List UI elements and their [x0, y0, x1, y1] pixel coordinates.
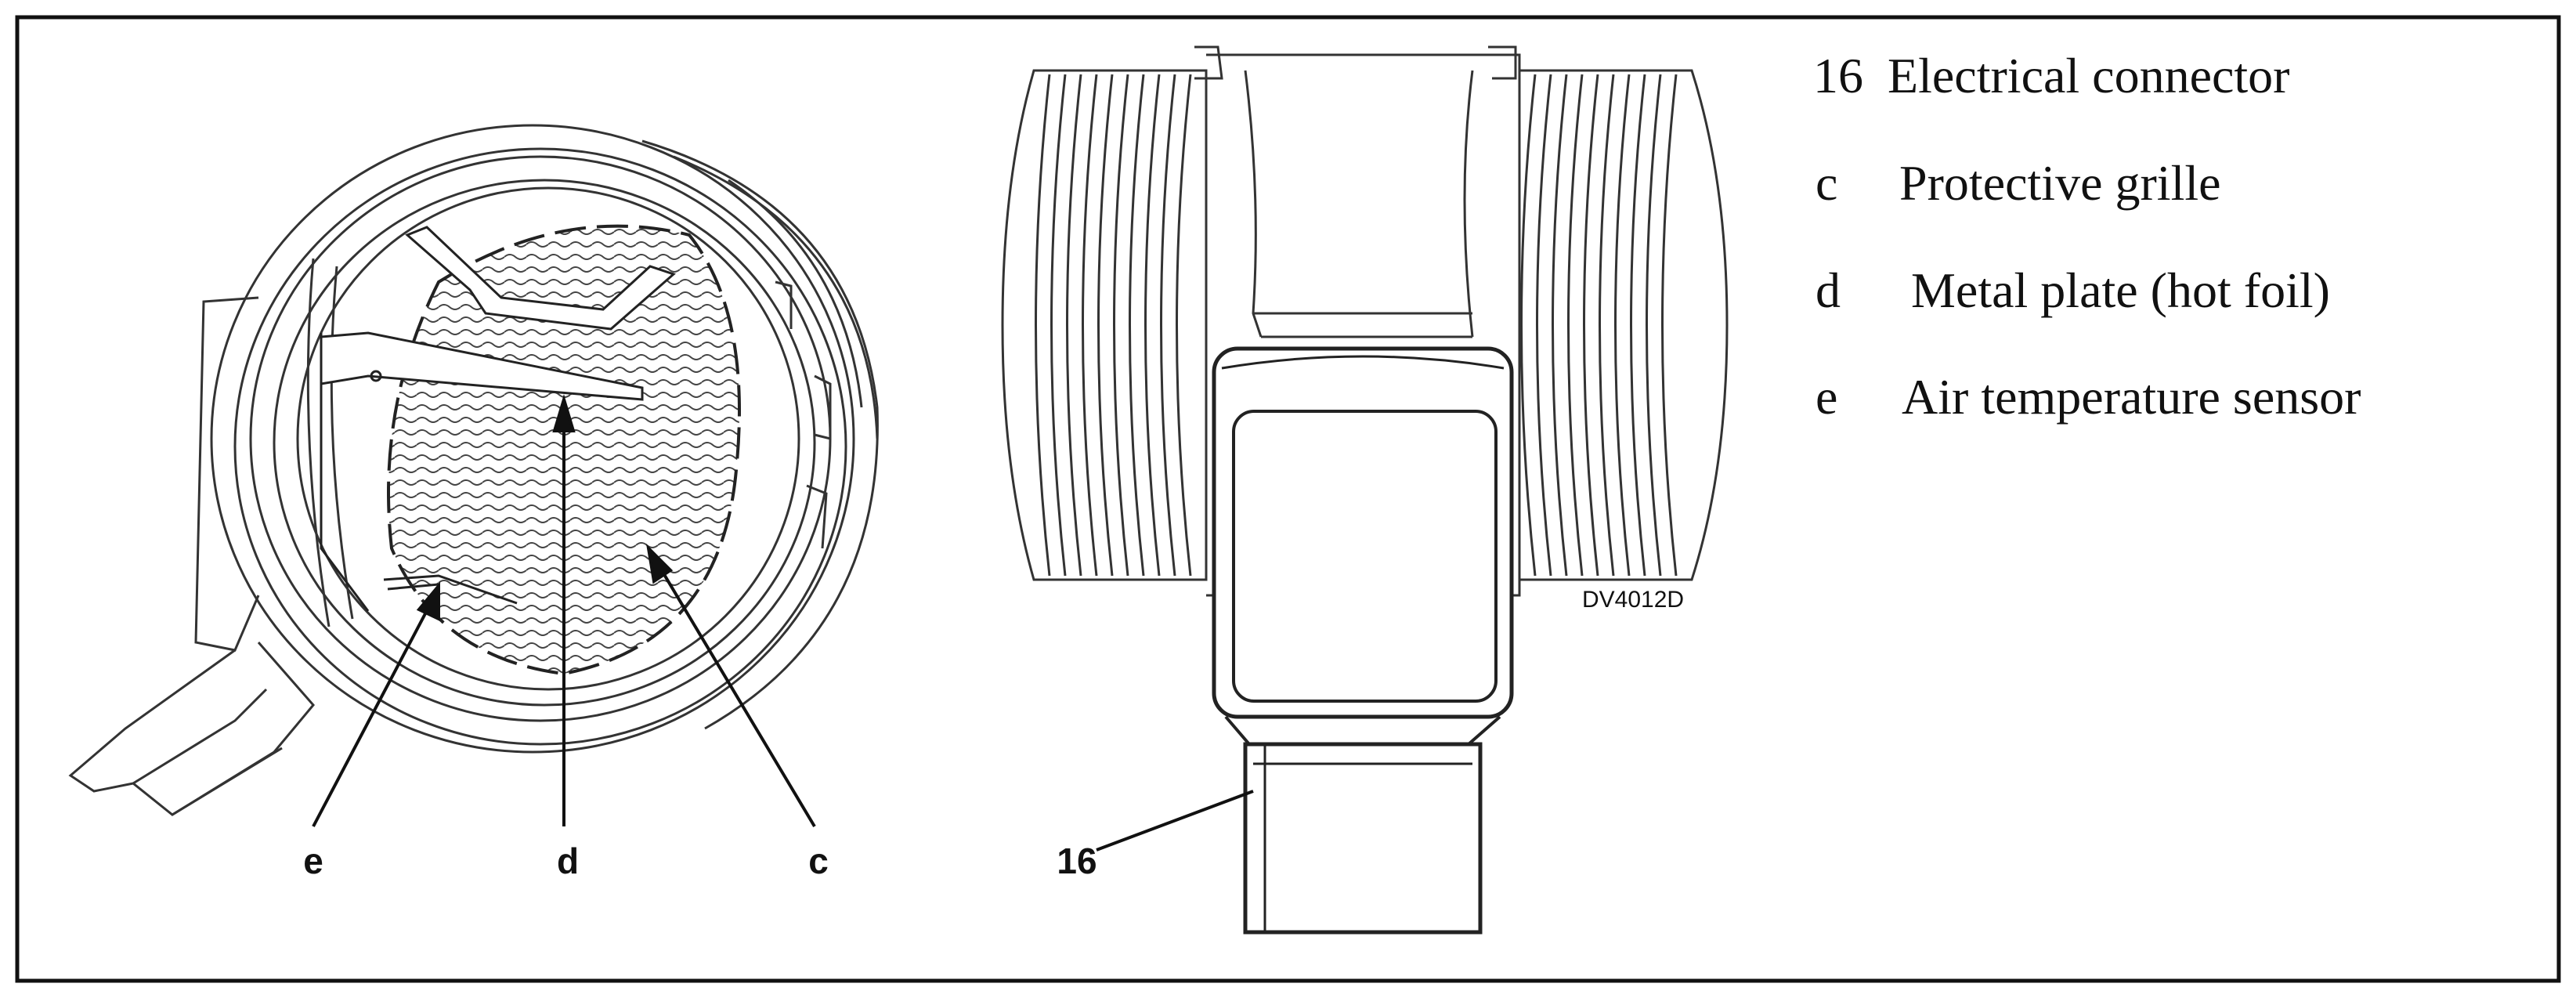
air-temperature-sensor [383, 574, 518, 605]
legend-key-c: c [1815, 155, 1837, 211]
legend-text-16: Electrical connector [1888, 48, 2289, 103]
legend: 16 Electrical connector c Protective gri… [1813, 48, 2361, 425]
legend-key-e: e [1815, 369, 1837, 425]
legend-key-d: d [1815, 262, 1841, 318]
sensor-inlet-view [68, 124, 879, 816]
callout-c: c [808, 841, 829, 881]
legend-text-c: Protective grille [1899, 155, 2221, 211]
legend-text-d: Metal plate (hot foil) [1911, 262, 2330, 318]
metal-plate-hot-foil [320, 226, 676, 612]
leader-line-16 [1096, 790, 1254, 852]
sensor-side-view [1001, 45, 1729, 597]
leader-lines [312, 394, 816, 828]
legend-key-16: 16 [1813, 48, 1863, 103]
callout-d: d [557, 841, 579, 881]
electrical-connector [1212, 346, 1514, 935]
drawing-code: DV4012D [1582, 587, 1684, 613]
callout-16: 16 [1057, 841, 1097, 881]
legend-text-e: Air temperature sensor [1902, 369, 2361, 425]
callout-e: e [303, 841, 323, 881]
